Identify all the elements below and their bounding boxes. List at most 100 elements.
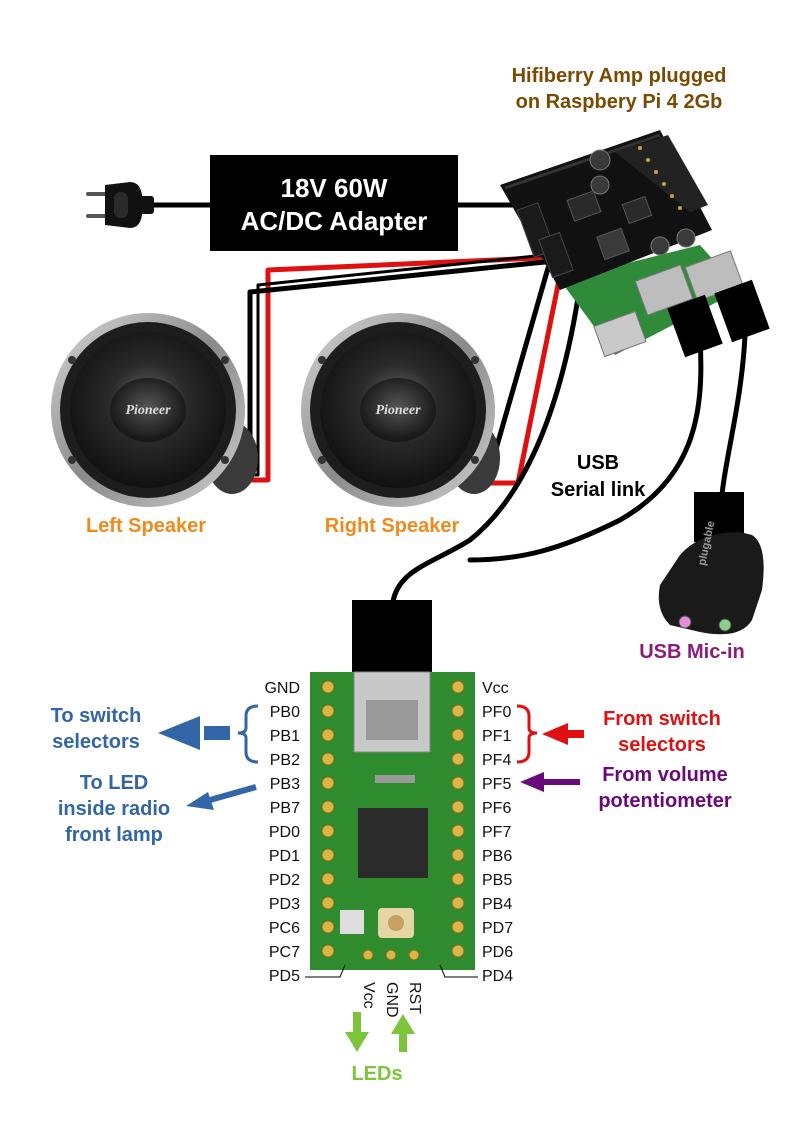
- pb-group-brace: [237, 704, 259, 764]
- pin-label-right: PF4: [482, 752, 511, 769]
- pin-label-bottom: GND: [383, 982, 400, 1018]
- pin-label-left: PD5: [269, 968, 300, 985]
- pin-label-left: PC7: [269, 944, 300, 961]
- left-speaker-brand: Pioneer: [125, 403, 171, 418]
- microcontroller-board-icon: [310, 600, 475, 970]
- power-plug-icon: [86, 182, 154, 228]
- board-pad: [451, 848, 465, 862]
- pf-group-brace: [516, 704, 538, 764]
- board-pad: [321, 776, 335, 790]
- board-pad: [321, 680, 335, 694]
- board-pad: [321, 944, 335, 958]
- board-pad: [321, 800, 335, 814]
- pin-label-left: PB1: [270, 728, 300, 745]
- board-pad: [408, 949, 420, 961]
- to-switch-label-line1: To switch: [51, 705, 142, 727]
- pd4-leader: [439, 964, 478, 978]
- board-pad: [451, 704, 465, 718]
- board-pad: [451, 752, 465, 766]
- usb-serial-cable-2: [467, 337, 704, 563]
- usb-dongle-icon: plugable: [658, 492, 764, 635]
- to-switch-arrow-icon: [158, 716, 230, 750]
- pin-label-right: Vcc: [482, 680, 509, 697]
- to-switch-label-line2: selectors: [52, 731, 140, 753]
- power-adapter-icon: 18V 60W AC/DC Adapter: [210, 155, 458, 251]
- adapter-label-line1: 18V 60W: [281, 173, 388, 203]
- pin-label-bottom: Vcc: [360, 982, 377, 1009]
- leds-label: LEDs: [351, 1063, 402, 1085]
- pin-label-right: PF1: [482, 728, 511, 745]
- pin-label-left: PB7: [270, 800, 300, 817]
- pin-label-left: GND: [264, 680, 300, 697]
- pin-label-left: PD0: [269, 824, 300, 841]
- mic-cable: [719, 332, 748, 498]
- pin-label-right: PF0: [482, 704, 511, 721]
- board-pad: [321, 728, 335, 742]
- pin-label-right: PD7: [482, 920, 513, 937]
- pin-label-left: PB0: [270, 704, 300, 721]
- board-pad: [321, 848, 335, 862]
- pin-label-left: PB3: [270, 776, 300, 793]
- amp-label-line2: on Raspbery Pi 4 2Gb: [516, 91, 723, 113]
- from-volume-label-line2: potentiometer: [598, 790, 732, 812]
- board-pad: [321, 920, 335, 934]
- usb-plug-icon: [667, 279, 770, 358]
- pin-label-right: PF6: [482, 800, 511, 817]
- pin-label-right: PF5: [482, 776, 511, 793]
- pin-label-left: PD1: [269, 848, 300, 865]
- board-pad: [451, 920, 465, 934]
- left-speaker-label: Left Speaker: [86, 515, 206, 537]
- board-pad: [451, 776, 465, 790]
- from-volume-arrow-icon: [520, 772, 580, 792]
- board-pad: [451, 800, 465, 814]
- right-speaker-brand: Pioneer: [375, 403, 421, 418]
- from-switch-label-line1: From switch: [603, 708, 721, 730]
- usb-serial-cable: [389, 282, 583, 611]
- board-pad: [451, 824, 465, 838]
- board-pad: [451, 872, 465, 886]
- board-pads: [321, 680, 465, 961]
- board-pad: [385, 949, 397, 961]
- pin-label-right: PD4: [482, 968, 513, 985]
- leds-in-arrow-icon: [391, 1014, 415, 1052]
- raspberry-pi-amp-icon: [500, 130, 744, 358]
- board-pad: [321, 872, 335, 886]
- pin-label-left: PD3: [269, 896, 300, 913]
- from-switch-label-line2: selectors: [618, 734, 706, 756]
- pin-label-bottom: RST: [406, 982, 423, 1014]
- board-pad: [451, 728, 465, 742]
- pin-label-right: PB6: [482, 848, 512, 865]
- pin-label-right: PB5: [482, 872, 512, 889]
- to-led-label-line3: front lamp: [65, 824, 163, 846]
- leds-out-arrow-icon: [345, 1012, 369, 1052]
- pin-label-right: PF7: [482, 824, 511, 841]
- pin-label-left: PD2: [269, 872, 300, 889]
- pin-label-left: PB2: [270, 752, 300, 769]
- pin-label-right: PB4: [482, 896, 512, 913]
- to-led-label-line2: inside radio: [58, 798, 170, 820]
- usb-label-line2: Serial link: [551, 479, 646, 501]
- board-pad: [451, 944, 465, 958]
- board-pad: [362, 949, 374, 961]
- right-speaker-icon: Pioneer: [301, 313, 500, 507]
- board-pad: [321, 752, 335, 766]
- pd5-leader: [305, 964, 346, 978]
- usb-label-line1: USB: [577, 452, 619, 474]
- left-speaker-icon: Pioneer: [51, 313, 258, 507]
- to-led-arrow-icon: [186, 784, 257, 810]
- from-volume-label-line1: From volume: [602, 764, 728, 786]
- pin-label-left: PC6: [269, 920, 300, 937]
- board-pad: [451, 680, 465, 694]
- bottom-pin-labels: Vcc GND RST: [360, 982, 423, 1018]
- board-pad: [451, 896, 465, 910]
- board-pad: [321, 896, 335, 910]
- mic-in-label: USB Mic-in: [639, 641, 745, 663]
- pin-label-right: PD6: [482, 944, 513, 961]
- from-switch-arrow-icon: [542, 723, 584, 745]
- right-speaker-label: Right Speaker: [325, 515, 460, 537]
- amp-label-line1: Hifiberry Amp plugged: [512, 65, 727, 87]
- adapter-label-line2: AC/DC Adapter: [241, 206, 428, 236]
- board-pad: [321, 704, 335, 718]
